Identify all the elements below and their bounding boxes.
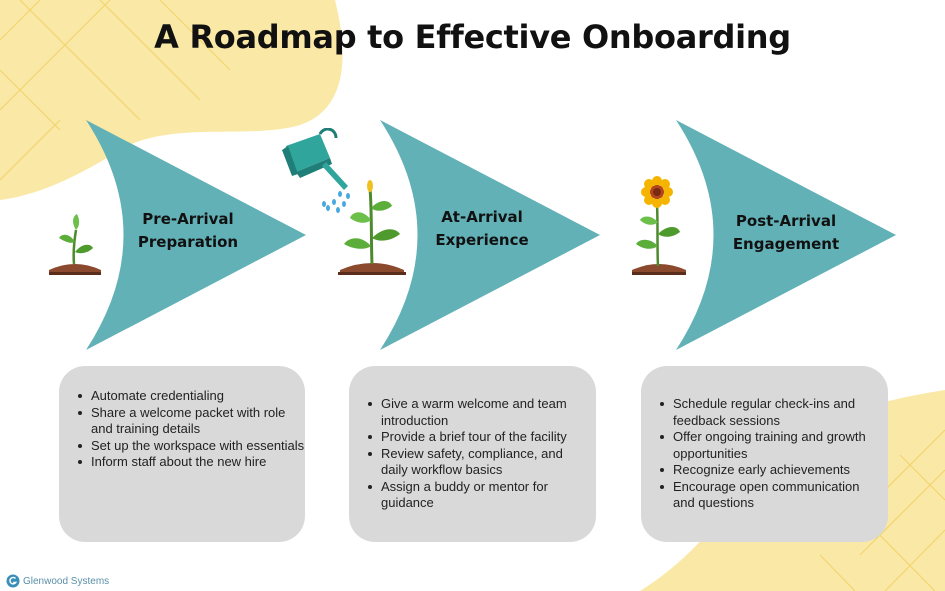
list-item: Recognize early achievements bbox=[660, 462, 880, 479]
stage-pre-arrival: Pre-Arrival Preparation bbox=[86, 120, 386, 350]
list-item: Assign a buddy or mentor for guidance bbox=[368, 479, 586, 512]
seedling-icon bbox=[49, 214, 101, 275]
glenwood-logo-icon bbox=[6, 574, 20, 588]
stage-details-card-at-arrival: Give a warm welcome and team introductio… bbox=[349, 366, 596, 542]
stage-label-line2: Preparation bbox=[137, 233, 239, 251]
stage-label-line2: Experience bbox=[435, 231, 529, 249]
chevron-shape bbox=[380, 120, 600, 350]
stage-details-card-pre-arrival: Automate credentialing Share a welcome p… bbox=[59, 366, 305, 542]
stage-details-card-post-arrival: Schedule regular check-ins and feedback … bbox=[641, 366, 888, 542]
bullet-list: Give a warm welcome and team introductio… bbox=[349, 396, 586, 512]
stage-label-line1: At-Arrival bbox=[441, 208, 523, 226]
list-item: Inform staff about the new hire bbox=[78, 454, 305, 471]
chevron-shape bbox=[86, 120, 306, 350]
stage-label-line1: Pre-Arrival bbox=[142, 210, 234, 228]
stage-label: At-Arrival Experience bbox=[402, 206, 562, 252]
watering-plant-icon bbox=[282, 128, 406, 275]
list-item: Review safety, compliance, and daily wor… bbox=[368, 446, 586, 479]
bullet-list: Automate credentialing Share a welcome p… bbox=[59, 388, 305, 471]
bullet-list: Schedule regular check-ins and feedback … bbox=[641, 396, 880, 512]
logo-text: Glenwood Systems bbox=[23, 575, 110, 587]
list-item: Set up the workspace with essentials bbox=[78, 437, 305, 453]
stage-label-line2: Engagement bbox=[732, 235, 840, 253]
list-item: Schedule regular check-ins and feedback … bbox=[660, 396, 880, 429]
stage-at-arrival: At-Arrival Experience bbox=[380, 120, 680, 350]
list-item: Give a warm welcome and team introductio… bbox=[368, 396, 586, 429]
stage-label-line1: Post-Arrival bbox=[735, 212, 837, 230]
list-item: Offer ongoing training and growth opport… bbox=[660, 429, 880, 462]
company-logo: Glenwood Systems bbox=[6, 574, 109, 588]
stage-label: Pre-Arrival Preparation bbox=[108, 208, 268, 254]
watering-can-icon bbox=[282, 128, 348, 190]
page-title: A Roadmap to Effective Onboarding bbox=[154, 18, 791, 56]
list-item: Provide a brief tour of the facility bbox=[368, 429, 586, 446]
list-item: Share a welcome packet with role and tra… bbox=[78, 405, 305, 438]
sunflower-petals bbox=[641, 176, 673, 208]
list-item: Encourage open communication and questio… bbox=[660, 479, 880, 512]
stage-label: Post-Arrival Engagement bbox=[706, 210, 866, 256]
background-blob-top-left bbox=[0, 0, 343, 200]
sunflower-icon bbox=[632, 176, 686, 275]
background-lines-top-left bbox=[0, 0, 231, 181]
stage-post-arrival: Post-Arrival Engagement bbox=[676, 120, 945, 350]
list-item: Automate credentialing bbox=[78, 388, 305, 405]
chevron-shape bbox=[676, 120, 896, 350]
water-drops bbox=[322, 191, 350, 213]
